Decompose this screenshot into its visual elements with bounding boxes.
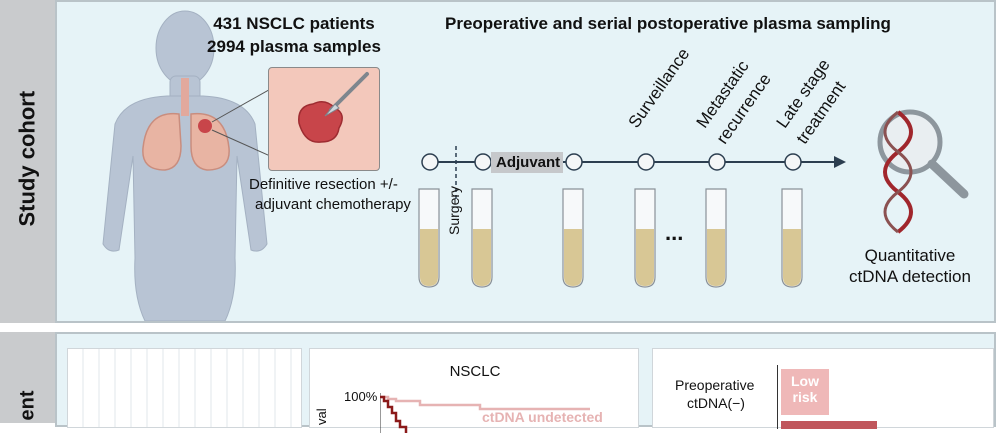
risk-bar (781, 421, 877, 429)
resection-inset (268, 67, 380, 171)
timepoint-surveillance (637, 153, 655, 171)
low-risk-line2: risk (792, 389, 818, 405)
adjuvant-label: Adjuvant (491, 152, 563, 173)
patients-count: 431 NSCLC patients (213, 14, 375, 33)
timepoint-preop (421, 153, 439, 171)
tube-adjuvant (562, 188, 584, 288)
timepoint-adjuvant-end (565, 153, 583, 171)
study-cohort-tab: Study cohort (0, 0, 55, 323)
samples-count: 2994 plasma samples (207, 37, 381, 56)
tube-surveillance (634, 188, 656, 288)
sampling-title: Preoperative and serial postoperative pl… (445, 14, 891, 33)
resection-line1: Definitive resection +/- (249, 176, 398, 193)
tube-late-stage (781, 188, 803, 288)
low-risk-box: Low risk (781, 369, 829, 415)
tube-recurrence (705, 188, 727, 288)
human-body-icon (102, 10, 285, 321)
resection-line2: adjuvant chemotherapy (255, 196, 411, 213)
low-risk-line1: Low (791, 373, 819, 389)
survival-chart-card: NSCLC 100% val ctDNA undetected (309, 348, 639, 433)
magnifier-dna-icon (877, 109, 969, 234)
preop-line1: Preoperative (675, 377, 755, 393)
sample-grid-card (67, 348, 302, 428)
surveillance-label: Surveillance (624, 44, 694, 132)
chart-title: NSCLC (449, 363, 501, 380)
preop-line2: ctDNA(−) (687, 395, 745, 411)
ctdna-undetected-label: ctDNA undetected (482, 409, 603, 425)
timepoint-recurrence (708, 153, 726, 171)
scalpel-tumor-icon (298, 72, 369, 143)
risk-axis (777, 365, 778, 429)
more-samples-ellipsis: ... (665, 220, 684, 245)
study-cohort-label: Study cohort (14, 90, 40, 227)
timepoint-late-stage (784, 153, 802, 171)
sampling-timeline (421, 146, 846, 202)
bottom-section-tab: ent (0, 332, 55, 423)
bottom-section-label: ent (16, 390, 39, 421)
timepoint-postop (474, 153, 492, 171)
tube-postop (471, 188, 493, 288)
bottom-panel: NSCLC 100% val ctDNA undetected Preopera… (55, 332, 996, 433)
study-cohort-panel: 431 NSCLC patients 2994 plasma samples P… (55, 0, 996, 323)
tube-preop (418, 188, 440, 288)
y-tick-100: 100% (344, 389, 378, 404)
risk-card: Preoperative ctDNA(−) Low risk (652, 348, 994, 429)
detection-line1: Quantitative (864, 246, 956, 265)
plasma-tubes (418, 188, 803, 288)
detection-line2: ctDNA detection (849, 267, 971, 286)
